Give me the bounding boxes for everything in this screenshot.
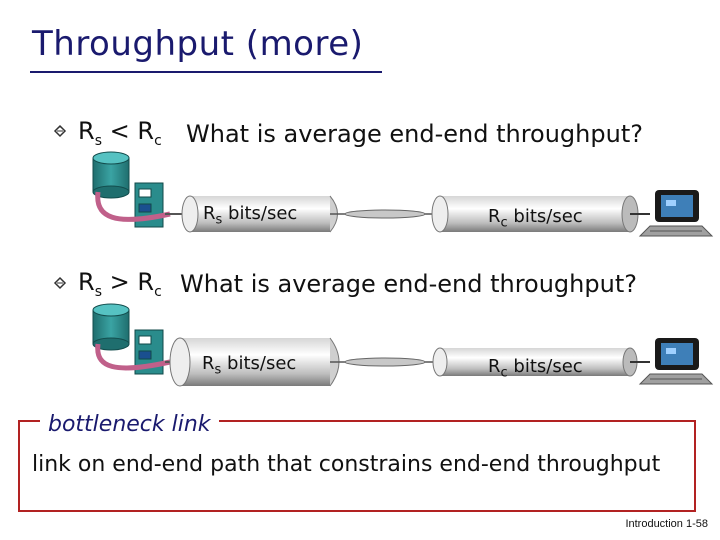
case-2-condition: Rs > Rc [78, 268, 162, 300]
bottleneck-definition: link on end-end path that constrains end… [32, 452, 661, 477]
desktop-computer-icon [638, 338, 714, 385]
diamond-bullet-icon [53, 276, 67, 290]
slide-title: Throughput (more) [32, 24, 364, 64]
pipe-left-1 [181, 195, 338, 233]
title-underline [30, 71, 382, 73]
pipe-junction-1 [330, 209, 440, 219]
pipe-right-2 [432, 347, 638, 377]
diamond-bullet-icon [53, 124, 67, 138]
server-icon [92, 151, 171, 228]
case-2-question: What is average end-end throughput? [180, 270, 637, 298]
pipe-junction-2 [330, 357, 440, 367]
slide-footer: Introduction 1-58 [625, 518, 708, 530]
bottleneck-box [18, 420, 696, 512]
desktop-computer-icon [638, 190, 714, 237]
pipe-left-2-label: Rs bits/sec [202, 353, 297, 378]
case-1-question: What is average end-end throughput? [186, 120, 643, 148]
pipe-right-1-label: Rc bits/sec [488, 206, 583, 231]
pipe-left-2 [169, 337, 340, 387]
pipe-left-1-label: Rs bits/sec [203, 203, 298, 228]
server-icon [92, 303, 171, 375]
case-1-condition: Rs < Rc [78, 117, 162, 149]
pipe-right-1 [431, 195, 639, 233]
bottleneck-title: bottleneck link [40, 412, 219, 437]
pipe-right-2-label: Rc bits/sec [488, 356, 583, 381]
